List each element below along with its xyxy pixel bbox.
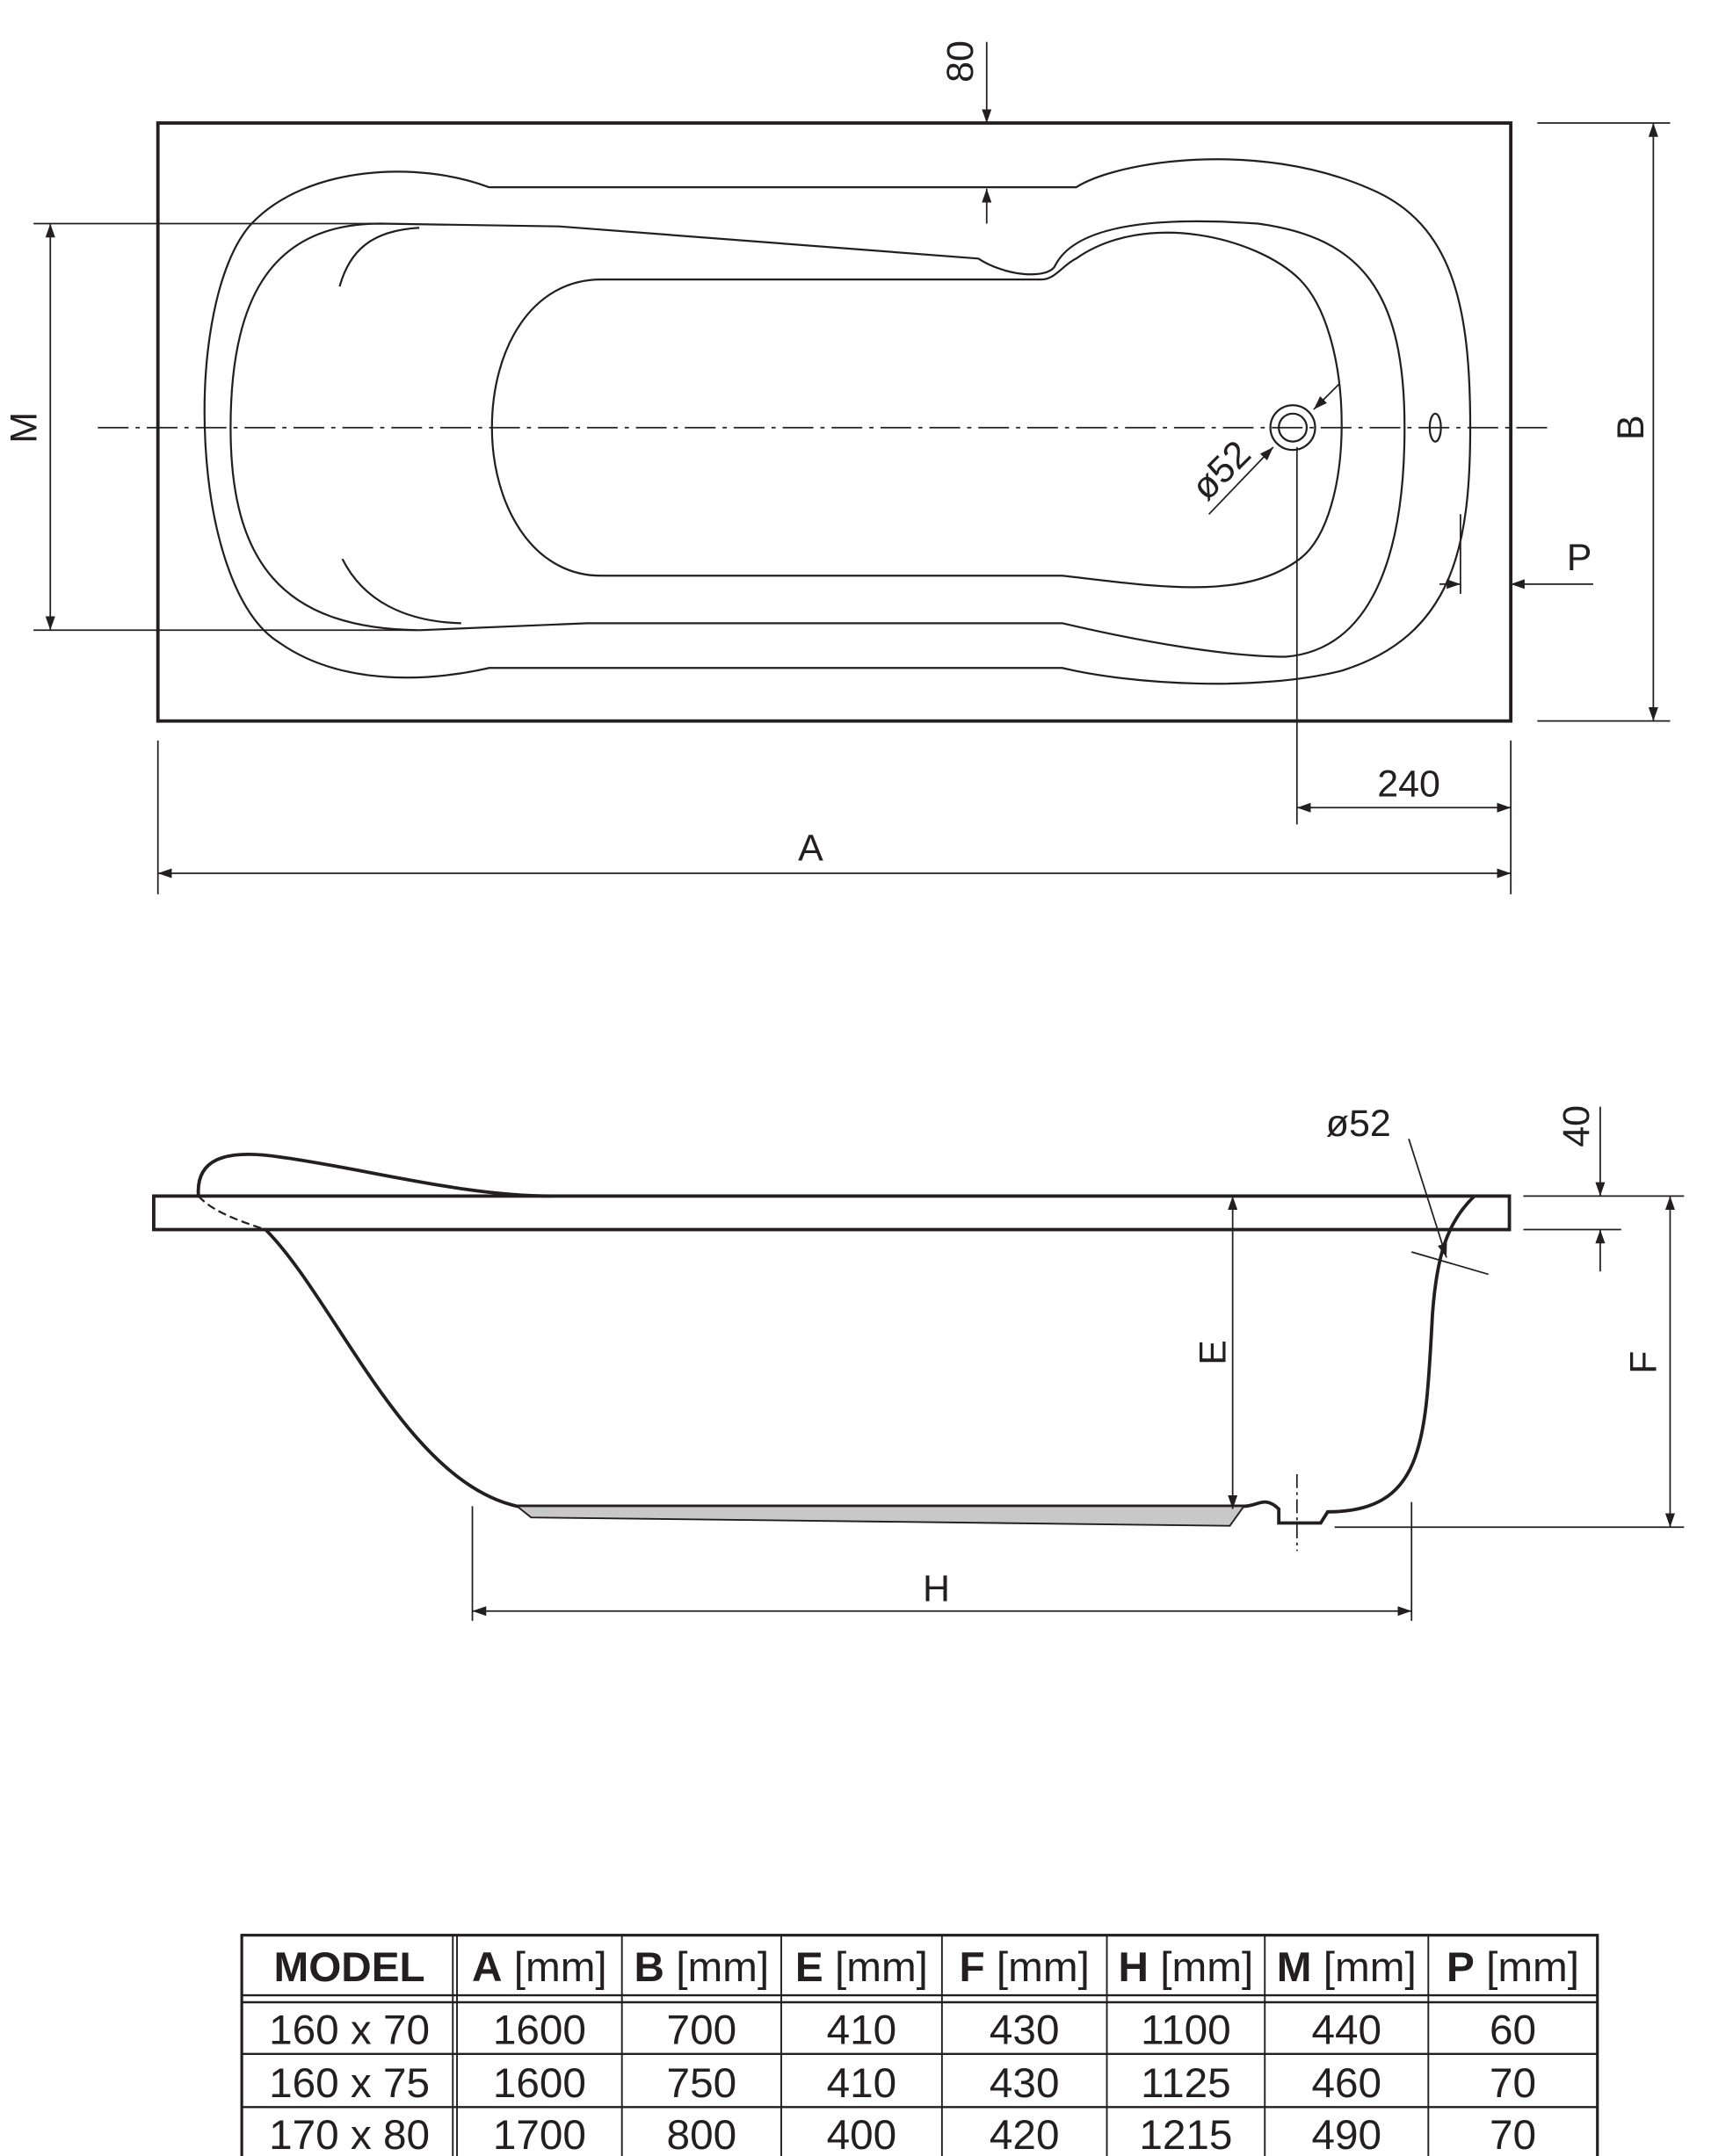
dimension-cell: 800 — [667, 2112, 737, 2156]
drain-outer-icon — [1269, 404, 1316, 452]
dimension-cell: 440 — [1311, 2008, 1381, 2054]
header-unit: [mm] — [1323, 1944, 1417, 1991]
dim-b-label: B — [1610, 415, 1652, 440]
dimension-cell: 1600 — [493, 2008, 586, 2054]
dimension-cell: 1600 — [493, 2060, 586, 2107]
table-header-cell: A [mm] — [472, 1944, 607, 1991]
inner-rim-shape — [229, 220, 1406, 658]
overflow-icon — [1428, 412, 1442, 443]
dimension-cell: 60 — [1490, 2008, 1536, 2054]
table-header-cell: B [mm] — [634, 1944, 770, 1991]
dimension-cell: 1125 — [1141, 2060, 1231, 2107]
header-unit: [mm] — [1160, 1944, 1253, 1991]
dimension-cell: 410 — [827, 2060, 897, 2107]
table-header-cell: MODEL — [273, 1944, 424, 1991]
dim-e-label: E — [1193, 1340, 1235, 1365]
dim-p-label: P — [1567, 537, 1592, 579]
top-view: 80 M B P 240 A ø52 — [3, 40, 1671, 894]
dim-m-label: M — [3, 412, 45, 444]
headrest-profile — [196, 1153, 553, 1198]
overflow-hole-mark — [1410, 1251, 1489, 1276]
header-letter: F — [960, 1944, 985, 1991]
headrest-curve-bottom — [341, 558, 461, 625]
header-unit: [mm] — [1486, 1944, 1579, 1991]
header-unit: [mm] — [835, 1944, 928, 1991]
model-cell: 160 x 75 — [269, 2060, 430, 2107]
dim-f-label: F — [1623, 1351, 1665, 1374]
basin-floor-shape — [490, 231, 1343, 589]
dimension-cell: 1215 — [1139, 2112, 1232, 2156]
dimension-cell: 410 — [827, 2008, 897, 2054]
dimension-cell: 430 — [990, 2008, 1060, 2054]
dimension-cell: 490 — [1311, 2112, 1381, 2156]
dimension-cell: 750 — [667, 2060, 737, 2107]
header-letter: P — [1447, 1944, 1475, 1991]
table-header-cell: E [mm] — [795, 1944, 928, 1991]
table-header-cell: P [mm] — [1447, 1944, 1579, 1991]
model-cell: 160 x 70 — [269, 2008, 430, 2054]
dim-h-label: H — [923, 1568, 950, 1610]
tub-body-profile — [264, 1194, 1476, 1525]
tub-rim-side — [152, 1194, 1512, 1232]
header-unit: [mm] — [676, 1944, 769, 1991]
header-unit: [mm] — [514, 1944, 607, 1991]
table-header-cell: M [mm] — [1277, 1944, 1417, 1991]
tub-outline-top — [156, 121, 1513, 723]
tub-floor-base — [514, 1505, 1246, 1527]
header-letter: MODEL — [273, 1944, 424, 1991]
dim-40-label: 40 — [1555, 1105, 1598, 1147]
dimension-cell: 420 — [990, 2112, 1060, 2156]
dimension-cell: 700 — [667, 2008, 737, 2054]
dimension-cell: 400 — [827, 2112, 897, 2156]
dim-a-label: A — [798, 828, 823, 870]
drain-inner-icon — [1278, 412, 1309, 443]
headrest-curve-top — [338, 227, 420, 287]
model-cell: 170 x 80 — [269, 2112, 430, 2156]
dimension-cell: 460 — [1311, 2060, 1381, 2107]
dimension-cell: 1700 — [493, 2112, 586, 2156]
header-letter: H — [1119, 1944, 1149, 1991]
dimension-cell: 70 — [1490, 2112, 1536, 2156]
dim-240-label: 240 — [1377, 763, 1440, 806]
table-header-cell: F [mm] — [960, 1944, 1090, 1991]
dimension-cell: 1100 — [1141, 2008, 1231, 2054]
table-header-cell: H [mm] — [1119, 1944, 1254, 1991]
header-letter: B — [634, 1944, 664, 1991]
header-unit: [mm] — [997, 1944, 1090, 1991]
side-view: ø52 40 E F H — [152, 1103, 1685, 1621]
overflow-diameter-label: ø52 — [1326, 1103, 1391, 1145]
header-letter: M — [1277, 1944, 1312, 1991]
dim-80-label: 80 — [939, 40, 982, 83]
header-letter: E — [795, 1944, 823, 1991]
outer-rim-shape — [203, 158, 1472, 685]
drain-diameter-label: ø52 — [1183, 433, 1258, 509]
dimension-cell: 70 — [1490, 2060, 1536, 2107]
dimension-cell: 430 — [990, 2060, 1060, 2107]
header-letter: A — [472, 1944, 502, 1991]
